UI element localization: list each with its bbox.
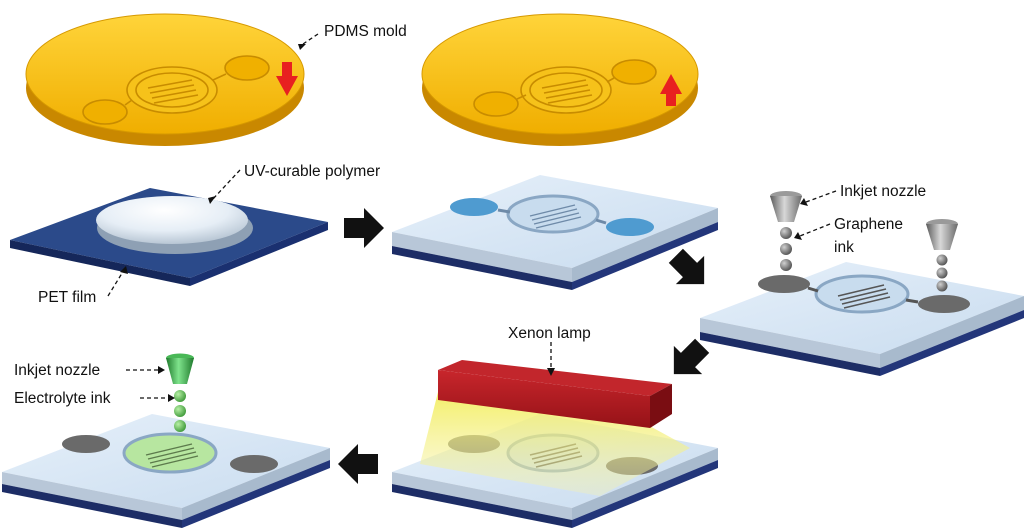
inkjet-nozzle-label-2: Inkjet nozzle bbox=[14, 362, 100, 379]
inkjet-nozzle-icon bbox=[166, 353, 194, 384]
graphene-ink-label-line1: Graphene bbox=[834, 216, 903, 233]
leader-arrowheads bbox=[120, 44, 808, 402]
leader-lines bbox=[107, 33, 837, 399]
pet-film-substrate bbox=[10, 188, 328, 286]
xenon-lamp-label: Xenon lamp bbox=[508, 325, 591, 342]
electrolyte-printing-substrate bbox=[2, 353, 330, 528]
right-arrow-icon bbox=[344, 208, 384, 248]
graphene-ink-droplets bbox=[780, 227, 792, 271]
electrolyte-ink-label: Electrolyte ink bbox=[14, 390, 111, 407]
pdms-mold-lifting bbox=[421, 13, 699, 146]
left-arrow-icon bbox=[338, 444, 378, 484]
mold-pattern bbox=[82, 55, 270, 125]
graphene-printing-substrate bbox=[700, 191, 1024, 376]
xenon-light-beam bbox=[420, 392, 690, 496]
patterned-substrate bbox=[392, 175, 718, 290]
pet-film-label: PET film bbox=[38, 289, 96, 306]
pdms-mold-pressing bbox=[25, 13, 305, 146]
xenon-lamp-icon bbox=[438, 360, 672, 428]
down-left-arrow-icon bbox=[673, 338, 710, 375]
graphene-ink-droplets bbox=[936, 254, 948, 292]
up-arrow-icon bbox=[660, 74, 682, 106]
inkjet-nozzle-icon bbox=[926, 219, 958, 250]
pdms-mold-label: PDMS mold bbox=[324, 23, 407, 40]
inkjet-nozzle-label: Inkjet nozzle bbox=[840, 183, 926, 200]
uv-curable-polymer-label: UV-curable polymer bbox=[244, 163, 380, 180]
down-right-arrow-icon bbox=[668, 248, 705, 285]
down-arrow-icon bbox=[276, 62, 298, 96]
graphene-ink-label-line2: ink bbox=[834, 239, 854, 256]
electrolyte-ink-droplets bbox=[174, 390, 186, 432]
inkjet-nozzle-icon bbox=[770, 191, 802, 222]
